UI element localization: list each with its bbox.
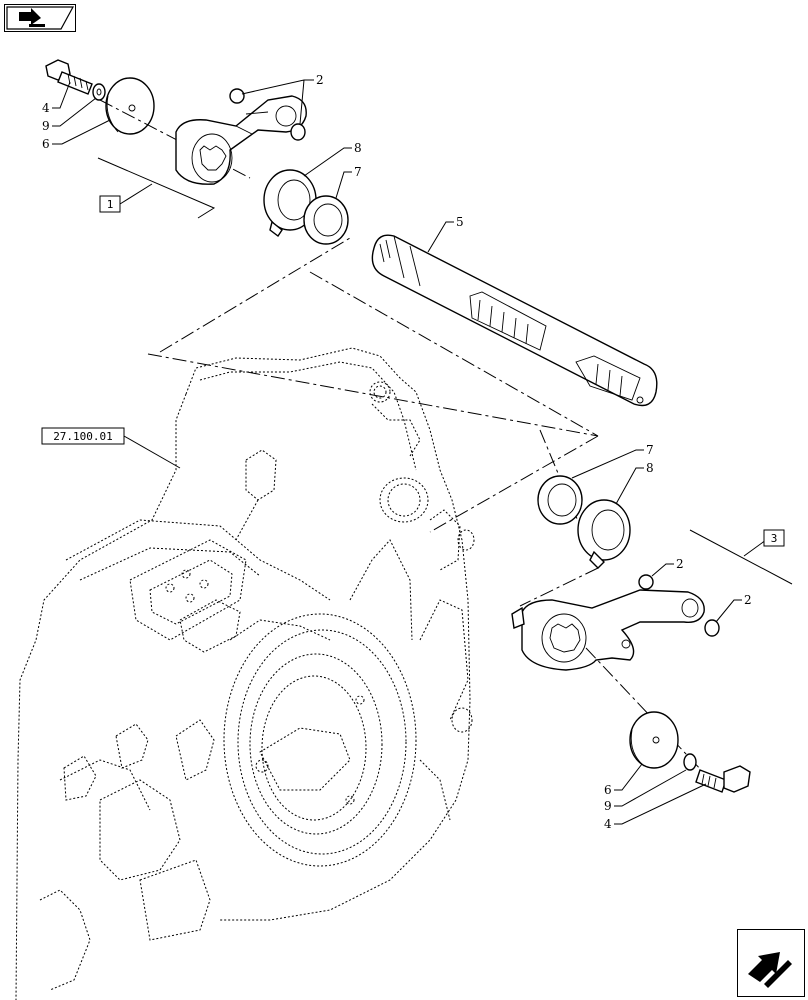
svg-text:4: 4 (42, 101, 50, 115)
bolt-lower (695, 765, 751, 793)
plate-upper (105, 77, 155, 135)
callout-lower-ring-7: 7 (571, 443, 654, 479)
bushing-upper-b (290, 123, 306, 141)
svg-text:5: 5 (456, 215, 464, 229)
ring-7-lower (537, 475, 583, 525)
svg-text:8: 8 (354, 141, 362, 155)
svg-text:9: 9 (42, 119, 50, 133)
svg-text:6: 6 (42, 137, 50, 151)
svg-text:8: 8 (646, 461, 654, 475)
callout-upper-plate: 6 (42, 119, 111, 151)
callout-upper-bushings: 2 (241, 73, 324, 125)
svg-text:4: 4 (604, 817, 612, 831)
callout-upper-bolt: 4 (42, 81, 71, 115)
callout-lower-bushing-b: 2 (715, 593, 752, 623)
callout-lower-plate: 6 (604, 763, 643, 797)
ref-box-group-3[interactable]: 3 (689, 529, 793, 585)
ref-box-section[interactable]: 27.100.01 (41, 427, 181, 469)
washer-lower (683, 753, 697, 771)
ref-box-group-1[interactable]: 1 (97, 157, 216, 219)
shaft (371, 234, 658, 407)
svg-text:3: 3 (771, 532, 778, 545)
bolt-upper (45, 59, 93, 95)
ring-7-upper (303, 195, 349, 245)
svg-text:9: 9 (604, 799, 612, 813)
svg-text:7: 7 (354, 165, 362, 179)
callout-lower-bushing-a: 2 (651, 557, 684, 577)
transmission-housing (15, 347, 475, 1000)
washer-upper (92, 83, 106, 101)
svg-text:6: 6 (604, 783, 612, 797)
lever-lower (511, 574, 720, 671)
callout-upper-ring-8: 8 (303, 141, 362, 177)
previous-page-button[interactable] (4, 4, 76, 32)
next-page-button[interactable] (737, 929, 805, 997)
callout-lower-bolt: 4 (604, 783, 707, 831)
bushing-upper-a (229, 88, 245, 104)
plate-lower (629, 711, 679, 769)
svg-text:2: 2 (744, 593, 752, 607)
svg-text:2: 2 (316, 73, 324, 87)
svg-text:1: 1 (107, 198, 114, 211)
svg-text:27.100.01: 27.100.01 (53, 430, 113, 443)
ring-8-lower (577, 499, 631, 569)
svg-text:7: 7 (646, 443, 654, 457)
callout-lower-washer: 9 (604, 769, 687, 813)
bushing-lower-a (638, 574, 654, 590)
arrow-down-left-icon (748, 952, 792, 988)
lever-upper (175, 88, 307, 185)
svg-text:2: 2 (676, 557, 684, 571)
arrow-right-parallelogram-icon (6, 6, 75, 30)
callout-lower-ring-8: 8 (615, 461, 654, 505)
bushing-lower-b (704, 619, 720, 637)
callout-upper-washer: 9 (42, 97, 97, 133)
callout-shaft: 5 (427, 215, 464, 253)
callout-upper-ring-7: 7 (335, 165, 362, 199)
